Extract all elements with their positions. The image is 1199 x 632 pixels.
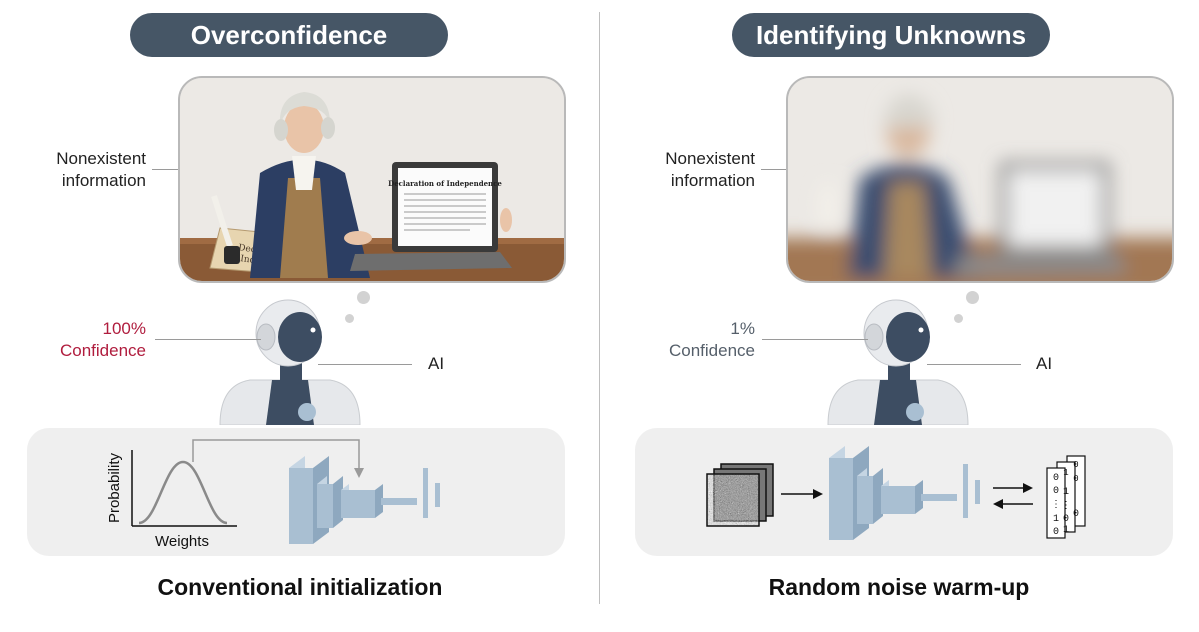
label-cards-icon: 0 0 1 0 0 1 ⋮ ⋮ 1 0 0 0 1 [1046, 455, 1086, 539]
robot-figure [210, 285, 370, 425]
center-divider [599, 12, 600, 604]
card-back-row-1: 0 [1073, 474, 1078, 484]
jefferson-laptop-illustration: Declaration Independence Declaration of … [180, 78, 564, 281]
neural-network-icon [289, 456, 440, 544]
card-front-row-0: 0 [1053, 473, 1059, 484]
y-axis-label: Probability [106, 452, 123, 523]
card-mid-ellipsis: ⋮ [1061, 501, 1071, 512]
card-back-row-0: 0 [1073, 460, 1078, 470]
robot-figure-right [818, 285, 978, 425]
random-noise-box: 0 0 1 0 0 1 ⋮ ⋮ 1 0 0 0 1 [635, 428, 1173, 556]
ai-label-right: AI [1036, 354, 1053, 373]
jefferson-laptop-image: Declaration Independence Declaration of … [178, 76, 566, 283]
card-back-row-2: 0 [1073, 509, 1079, 520]
info-leader-line [152, 169, 178, 170]
left-panel: Overconfidence Declaration Independence [20, 13, 566, 600]
conventional-init-diagram: Probability Weights [106, 439, 440, 550]
noise-images-icon [706, 463, 774, 527]
right-panel: Identifying Unknowns Non [599, 0, 1199, 632]
thought-bubble-small-right [954, 314, 963, 323]
confidence-leader-line-right [762, 339, 868, 340]
init-arrow [192, 439, 360, 470]
confidence-value: 100% [102, 319, 146, 338]
thought-bubble-large-right [966, 291, 979, 304]
identifying-unknowns-title-pill: Identifying Unknowns [732, 13, 1050, 57]
confidence-value-right: 1% [730, 319, 755, 338]
card-mid-row-2: 0 [1063, 514, 1069, 525]
card-mid-row-3: 1 [1063, 525, 1069, 536]
confidence-word: Confidence [59, 341, 146, 360]
info-leader-line-right [761, 169, 786, 170]
blurred-illustration [788, 78, 1172, 281]
laptop-document-title: Declaration of Independence [388, 179, 502, 188]
confidence-label-high: 100% Confidence [20, 318, 146, 362]
blurred-jefferson-image [786, 76, 1174, 283]
overconfidence-title-pill: Overconfidence [130, 13, 448, 57]
robot-icon-right [827, 299, 969, 425]
nonexistent-information-label: Nonexistent information [20, 148, 146, 192]
conventional-init-caption: Conventional initialization [157, 574, 443, 600]
thought-bubble-large [357, 291, 370, 304]
ai-label: AI [428, 354, 445, 373]
conventional-init-box: Probability Weights [27, 428, 565, 556]
robot-icon [219, 299, 361, 425]
gaussian-curve [138, 460, 228, 525]
ai-leader-line-right [927, 364, 1021, 365]
confidence-word-right: Confidence [668, 341, 755, 360]
random-noise-caption: Random noise warm-up [768, 574, 1030, 600]
info-label-line1: Nonexistent [56, 149, 146, 168]
card-front-row-3: 0 [1053, 527, 1059, 538]
card-front-row-1: 0 [1053, 486, 1059, 497]
info-label-line2-right: information [670, 171, 755, 190]
thought-bubble-small [345, 314, 354, 323]
nonexistent-information-label-right: Nonexistent information [629, 148, 755, 192]
info-label-line2: information [61, 171, 146, 190]
card-mid-row-1: 1 [1063, 487, 1069, 498]
card-front-row-2: 1 [1053, 514, 1059, 525]
card-front-ellipsis: ⋮ [1051, 500, 1061, 511]
x-axis-label: Weights [155, 533, 209, 550]
identifying-unknowns-title: Identifying Unknowns [755, 20, 1027, 50]
overconfidence-title: Overconfidence [190, 20, 388, 50]
random-noise-diagram: 0 0 1 0 0 1 ⋮ ⋮ 1 0 0 0 1 [706, 446, 1086, 540]
card-mid-row-0: 1 [1063, 468, 1068, 478]
confidence-label-low: 1% Confidence [629, 318, 755, 362]
neural-network-icon-right [829, 446, 980, 540]
confidence-leader-line [155, 339, 261, 340]
info-label-line1-right: Nonexistent [665, 149, 755, 168]
ai-leader-line [318, 364, 412, 365]
